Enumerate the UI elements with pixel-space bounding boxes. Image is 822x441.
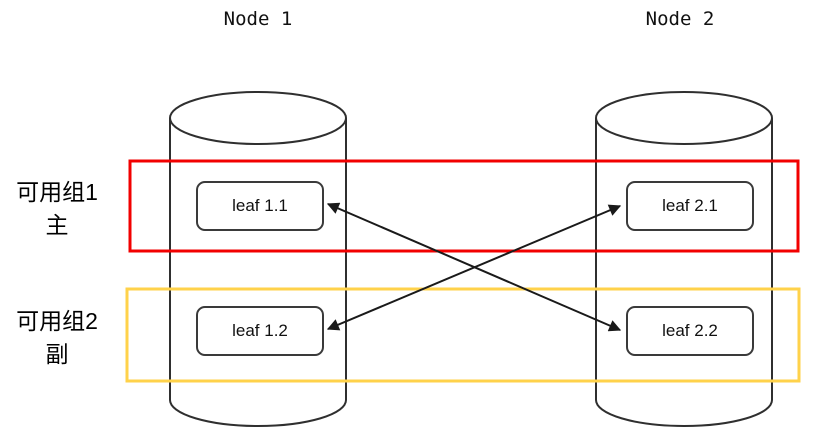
group-1-name: 可用组1 <box>16 179 98 205</box>
group-1-role: 主 <box>45 212 69 238</box>
node-2-cylinder <box>595 91 773 427</box>
group-2-label: 可用组2 副 <box>4 305 110 371</box>
leaf-2-2-label: leaf 2.2 <box>662 321 718 340</box>
leaf-2-1-label: leaf 2.1 <box>662 196 718 215</box>
node-2-title: Node 2 <box>645 8 715 30</box>
leaf-1-2-box: leaf 1.2 <box>196 306 324 356</box>
node-1-cylinder <box>169 91 347 427</box>
group-1-label: 可用组1 主 <box>4 176 110 242</box>
leaf-1-1-box: leaf 1.1 <box>196 181 324 231</box>
group-2-name: 可用组2 <box>16 308 98 334</box>
leaf-2-2-box: leaf 2.2 <box>626 306 754 356</box>
leaf-1-2-label: leaf 1.2 <box>232 321 288 340</box>
leaf-1-1-label: leaf 1.1 <box>232 196 288 215</box>
arrow-leaf12-leaf21 <box>326 204 622 331</box>
node-1-title: Node 1 <box>223 8 293 30</box>
leaf-2-1-box: leaf 2.1 <box>626 181 754 231</box>
group-2-role: 副 <box>45 341 69 367</box>
